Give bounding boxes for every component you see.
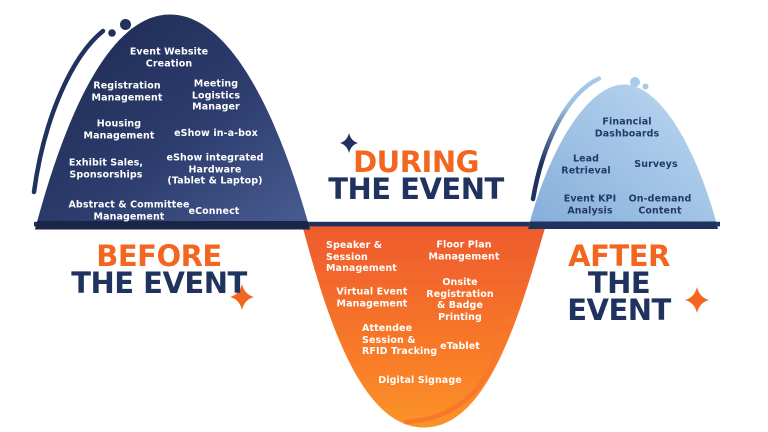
- before-heading-word: BEFORE: [96, 239, 222, 273]
- after-hill-base-band: [528, 221, 718, 229]
- before-heading-the-event: THE EVENT: [71, 266, 247, 300]
- during-heading-word: DURING: [353, 145, 479, 179]
- sparkle-icon-before: [230, 284, 254, 310]
- label-event-website-creation: Event Website Creation: [129, 46, 209, 69]
- before-heading: BEFORE THE EVENT: [71, 239, 247, 300]
- after-hill-shape: [528, 84, 718, 229]
- label-econnect: eConnect: [188, 206, 240, 218]
- during-heading-the-event: THE EVENT: [328, 172, 504, 206]
- label-financial-dashboards: Financial Dashboards: [594, 116, 660, 139]
- after-dot-large: [630, 77, 640, 87]
- after-dot-small: [642, 83, 649, 90]
- before-dot-small: [108, 29, 116, 37]
- label-abstract-committee-management: Abstract & Committee Management: [68, 199, 190, 222]
- label-onsite-registration-badge-printing: Onsite Registration & Badge Printing: [426, 276, 494, 323]
- before-dot-large: [120, 19, 131, 30]
- before-arc: [31, 28, 106, 195]
- label-etablet: eTablet: [440, 341, 480, 353]
- label-digital-signage: Digital Signage: [378, 375, 462, 387]
- label-virtual-event-management: Virtual Event Management: [336, 286, 408, 309]
- after-heading-the-event: THE EVENT: [567, 266, 671, 327]
- before-hill-shape: [35, 14, 310, 230]
- before-hill-base-band: [35, 221, 310, 230]
- during-heading: DURING THE EVENT: [328, 145, 504, 206]
- label-event-kpi-analysis: Event KPI Analysis: [563, 193, 617, 216]
- label-eshow-in-a-box: eShow in-a-box: [174, 128, 258, 140]
- label-on-demand-content: On-demand Content: [628, 193, 692, 216]
- label-lead-retrieval: Lead Retrieval: [561, 153, 611, 176]
- after-arc: [530, 76, 602, 202]
- label-floor-plan-management: Floor Plan Management: [428, 239, 500, 262]
- during-dot-large: [504, 317, 514, 327]
- label-eshow-integrated-hardware: eShow integrated Hardware (Tablet & Lapt…: [166, 152, 264, 187]
- after-heading: AFTER THE EVENT: [545, 239, 694, 327]
- baseline: [34, 221, 720, 227]
- during-arc: [403, 343, 500, 425]
- label-meeting-logistics-manager: Meeting Logistics Manager: [191, 78, 241, 113]
- sparkle-icon-after: [685, 287, 709, 313]
- label-surveys: Surveys: [634, 159, 678, 171]
- label-housing-management: Housing Management: [83, 118, 155, 141]
- sparkle-icon-during: [340, 133, 358, 153]
- during-dot-small: [498, 330, 507, 338]
- label-exhibit-sales-sponsorships: Exhibit Sales, Sponsorships: [68, 157, 144, 180]
- label-registration-management: Registration Management: [91, 80, 163, 103]
- label-speaker-session-management: Speaker & Session Management: [326, 240, 397, 275]
- after-heading-word: AFTER: [568, 239, 670, 273]
- label-attendee-session-rfid-tracking: Attendee Session & RFID Tracking: [362, 323, 438, 358]
